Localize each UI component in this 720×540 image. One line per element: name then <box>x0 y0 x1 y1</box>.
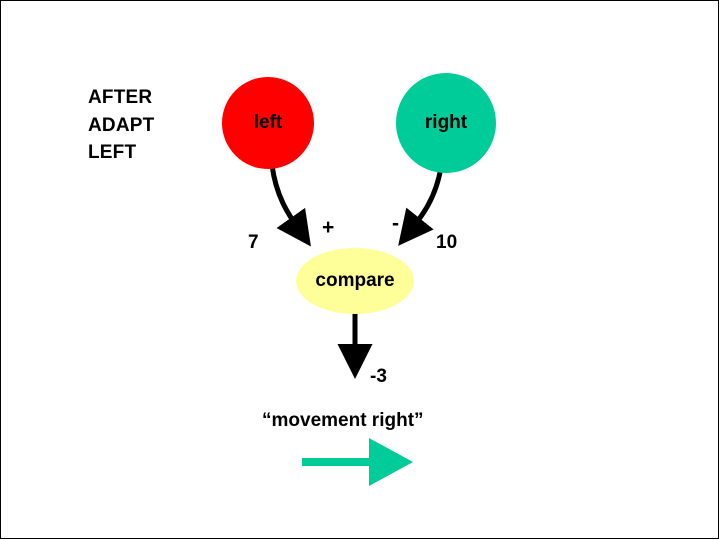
node-compare[interactable]: compare <box>296 248 414 314</box>
node-left-label: left <box>253 112 283 133</box>
node-compare-label: compare <box>315 270 395 291</box>
minus-sign: - <box>392 212 399 235</box>
arrow-left-to-compare <box>269 164 311 247</box>
right-value: 10 <box>436 232 458 253</box>
left-value: 7 <box>248 232 259 253</box>
plus-sign: + <box>322 216 335 239</box>
node-right[interactable]: right <box>396 73 496 173</box>
arrow-right-to-compare <box>398 166 444 246</box>
page-title: AFTER ADAPT LEFT <box>88 87 155 164</box>
result-value: -3 <box>370 366 387 387</box>
movement-caption: “movement right” <box>262 410 424 431</box>
node-right-label: right <box>424 112 468 133</box>
node-left[interactable]: left <box>222 77 314 169</box>
